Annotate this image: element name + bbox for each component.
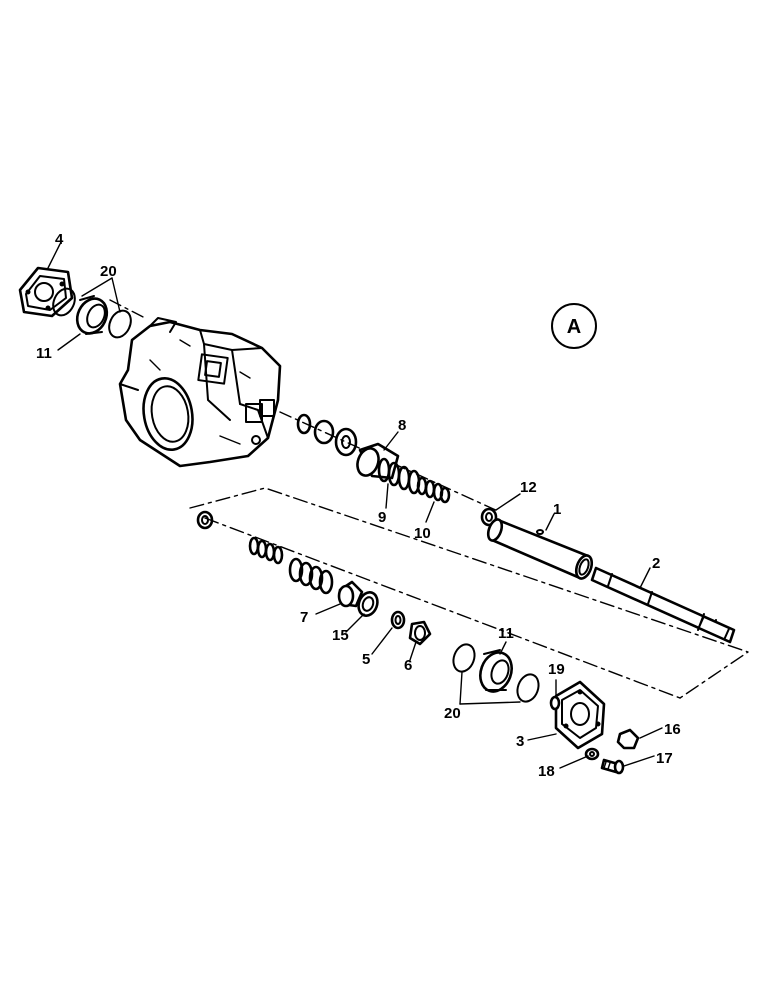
label-part-7: 7 [300, 609, 308, 626]
leader-lines [47, 243, 663, 769]
label-part-17: 17 [656, 750, 673, 767]
part-15-ring [357, 591, 379, 617]
label-part-11-top: 11 [36, 345, 52, 362]
lower-left-nut [196, 510, 214, 530]
part-2-shaft [590, 566, 736, 644]
label-part-10: 10 [414, 525, 431, 542]
label-part-6: 6 [404, 657, 412, 674]
label-part-1: 1 [553, 501, 561, 518]
part-8-sleeve [356, 442, 400, 480]
label-part-20-bottom: 20 [444, 705, 461, 722]
label-part-16: 16 [664, 721, 681, 738]
part-16-nut [616, 728, 640, 750]
part-12-nut [480, 507, 498, 527]
label-part-15: 15 [332, 627, 349, 644]
part-5-washer [390, 610, 406, 630]
axis-guide-lines [109, 299, 749, 699]
part-10-spring [416, 476, 451, 504]
part-3-end-cover [549, 680, 606, 750]
label-part-2: 2 [652, 555, 660, 572]
label-part-5: 5 [362, 651, 370, 668]
label-part-8: 8 [398, 417, 406, 434]
label-part-20-top: 20 [100, 263, 117, 280]
pump-housing [118, 317, 282, 468]
part-20-o-rings-bottom [452, 643, 540, 703]
label-part-18: 18 [538, 763, 555, 780]
part-11-bushing-bottom [479, 649, 513, 693]
lower-spring-assembly [248, 536, 334, 595]
label-part-9: 9 [378, 509, 386, 526]
label-part-11-bottom: 11 [498, 625, 514, 642]
part-11-bushing-top [75, 295, 109, 335]
part-20-o-rings-top [52, 287, 132, 339]
view-marker-label: A [567, 316, 581, 338]
part-4-end-cover [18, 266, 74, 318]
label-part-19: 19 [548, 661, 565, 678]
part-labels: 4 20 11 8 9 10 12 1 2 7 15 5 6 11 19 20 … [36, 231, 681, 780]
part-6-plug [408, 620, 432, 646]
label-part-12: 12 [520, 479, 537, 496]
part-17-bolt [600, 758, 625, 775]
label-part-4: 4 [55, 231, 64, 248]
view-marker-a: A [551, 303, 597, 349]
part-18-washer [584, 747, 600, 761]
upper-valve-parts [296, 413, 358, 457]
label-part-3: 3 [516, 733, 524, 750]
part-9-spring [377, 457, 421, 495]
part-1-tube [486, 518, 594, 580]
